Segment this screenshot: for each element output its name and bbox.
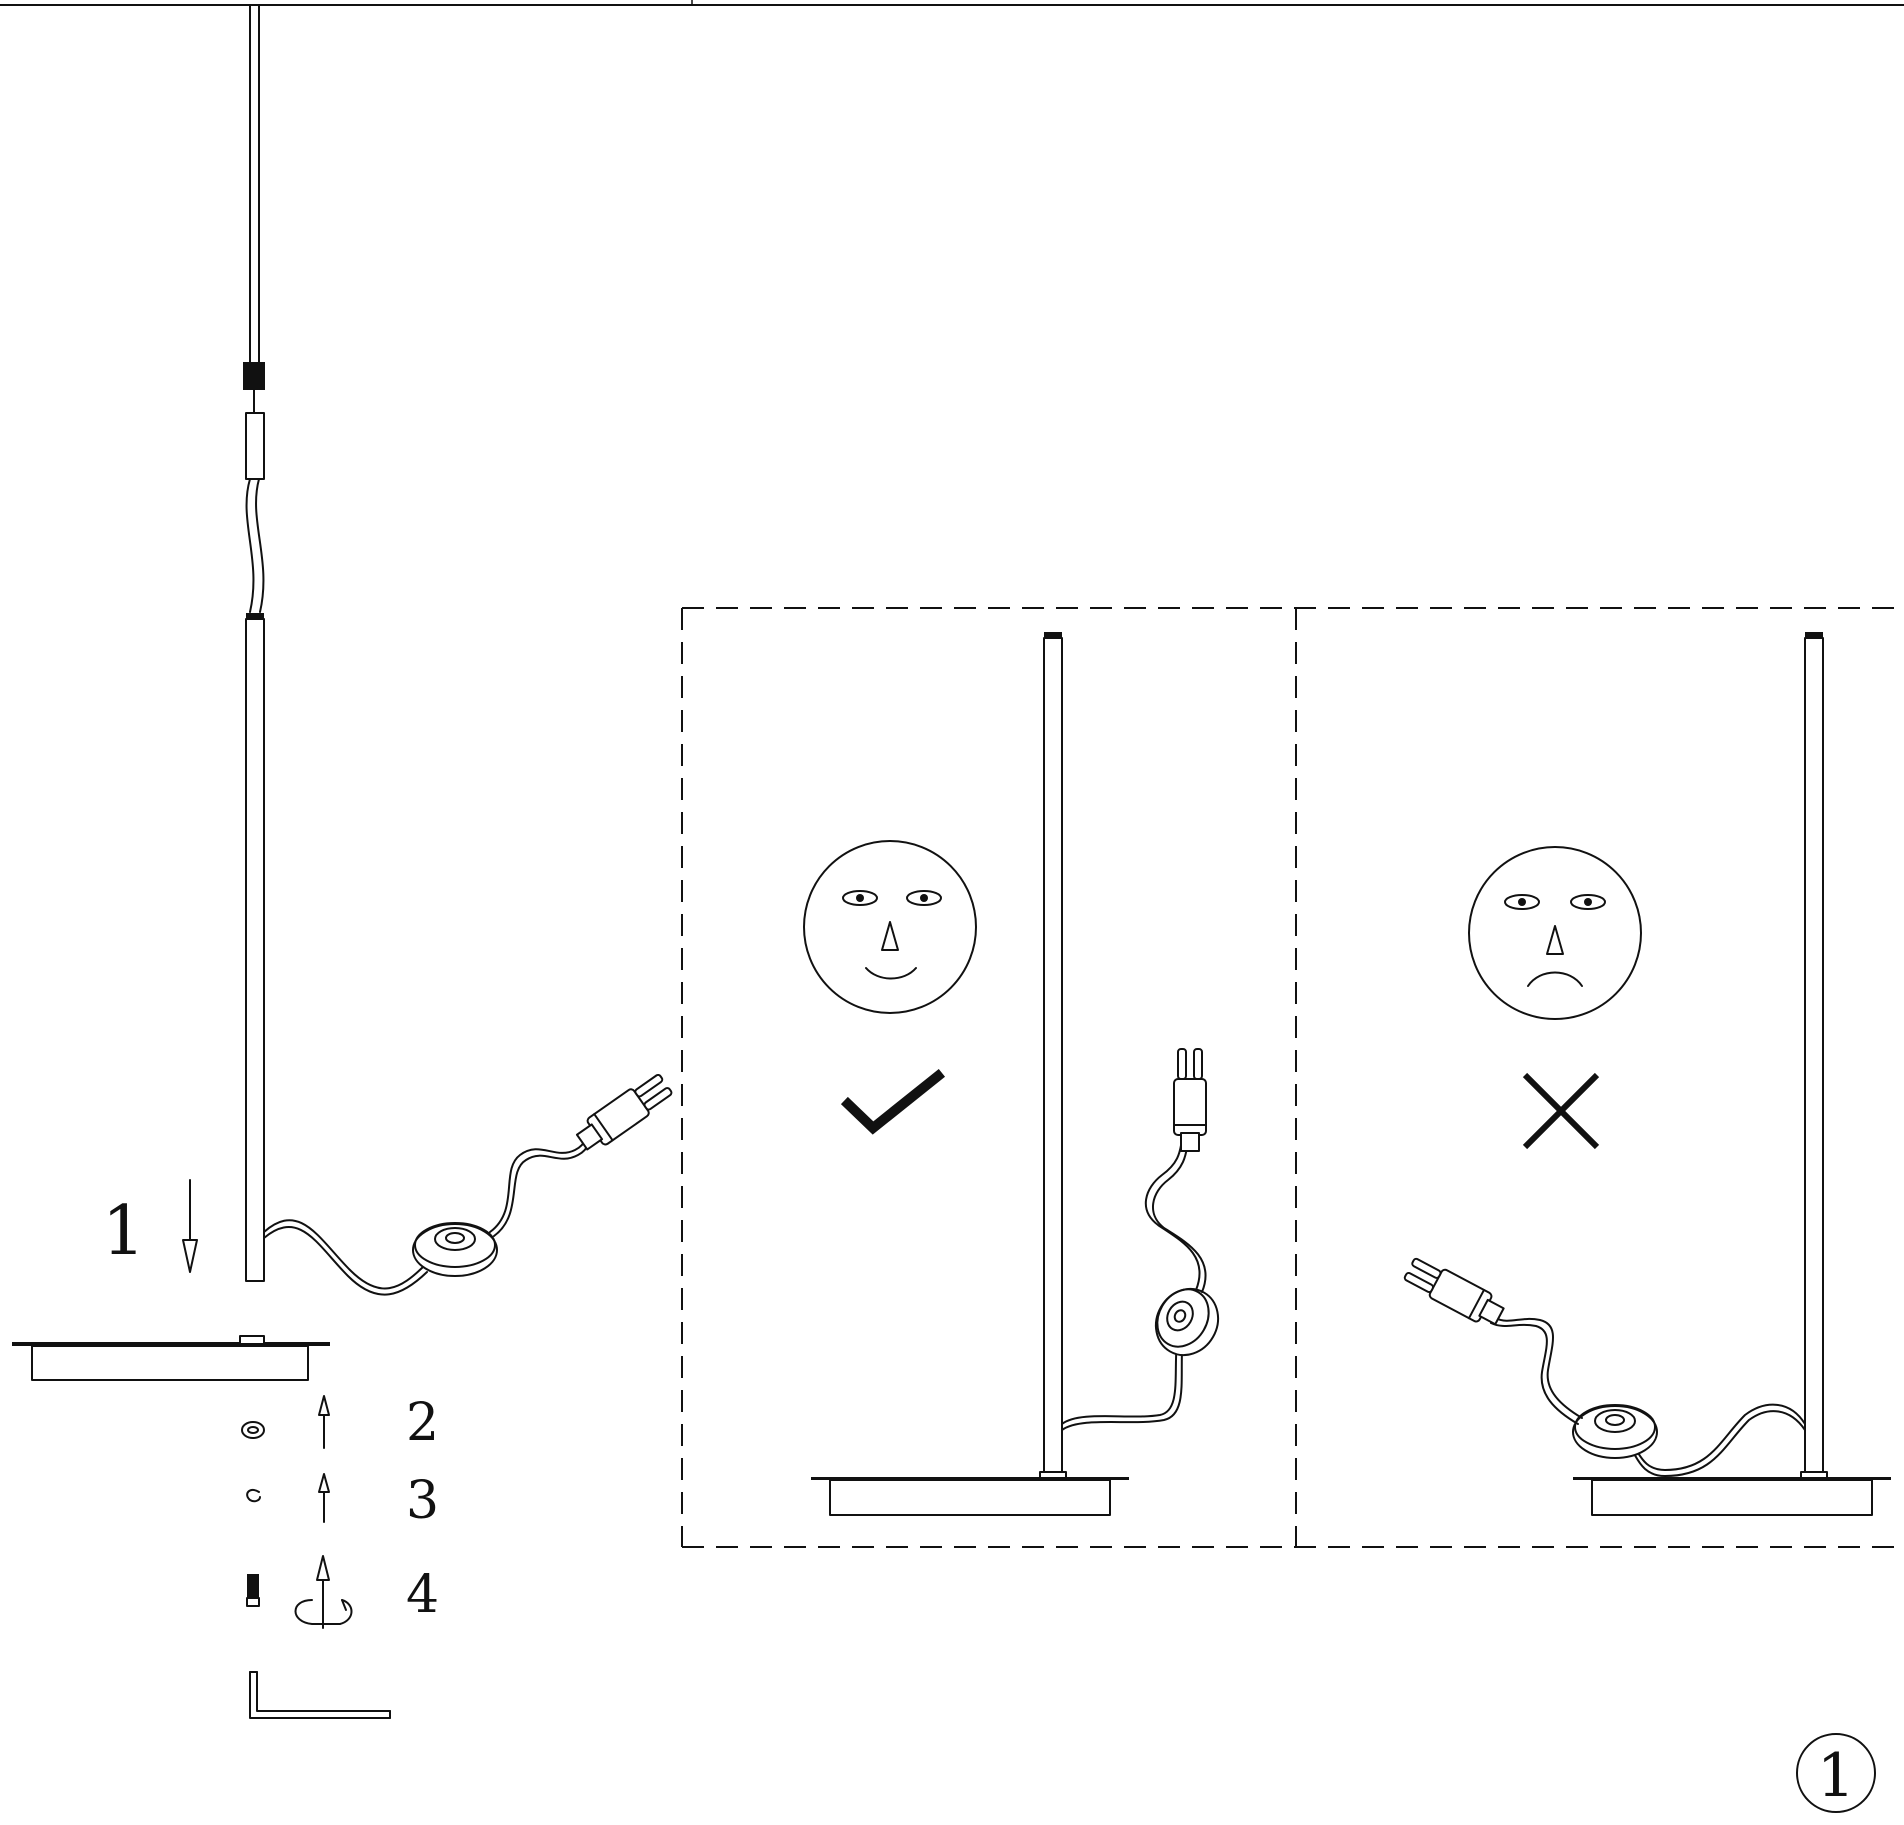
power-cord-correct <box>1061 1324 1186 1431</box>
cord-to-plug-incorrect <box>1485 1309 1583 1425</box>
foot-switch-left <box>412 1222 498 1277</box>
correct-panel <box>803 632 1220 1516</box>
up-arrow-icon <box>318 1473 330 1523</box>
step-3-label: 3 <box>406 1471 439 1531</box>
spring-washer-icon <box>246 1488 261 1503</box>
cord-to-plug-left <box>489 1134 594 1237</box>
incorrect-panel <box>1403 632 1891 1516</box>
step-2-label: 2 <box>406 1393 439 1453</box>
cross-mark-icon <box>1522 1072 1600 1150</box>
lamp-incorrect <box>1573 632 1891 1516</box>
power-cord-incorrect <box>1632 1403 1806 1477</box>
power-cord-left <box>263 1219 428 1296</box>
cord-to-plug-correct <box>1144 1139 1207 1293</box>
foot-switch-correct <box>1154 1287 1220 1357</box>
hex-key-icon <box>249 1671 391 1719</box>
lamp-pole-exploded <box>243 4 265 1282</box>
plug-correct <box>1173 1048 1207 1152</box>
plug-left <box>575 1073 673 1151</box>
page-marker: 1 <box>1796 1733 1876 1813</box>
plug-incorrect <box>1403 1257 1505 1326</box>
step-4-label: 4 <box>406 1565 439 1625</box>
step-1-label: 1 <box>102 1192 145 1271</box>
lamp-base <box>12 1335 330 1381</box>
lamp-correct <box>811 632 1129 1516</box>
washer-icon <box>241 1421 265 1439</box>
smiling-face-icon <box>803 840 977 1014</box>
down-arrow-icon <box>182 1179 198 1273</box>
up-arrow-icon <box>318 1395 330 1449</box>
check-mark-icon <box>840 1068 946 1135</box>
panels-frame <box>681 607 1904 1548</box>
screw-icon <box>246 1574 260 1607</box>
top-border <box>0 0 1904 6</box>
rotate-up-arrow-icon <box>294 1555 353 1629</box>
frowning-face-icon <box>1468 846 1642 1020</box>
page-marker-number: 1 <box>1817 1741 1855 1811</box>
foot-switch-incorrect <box>1572 1404 1658 1459</box>
